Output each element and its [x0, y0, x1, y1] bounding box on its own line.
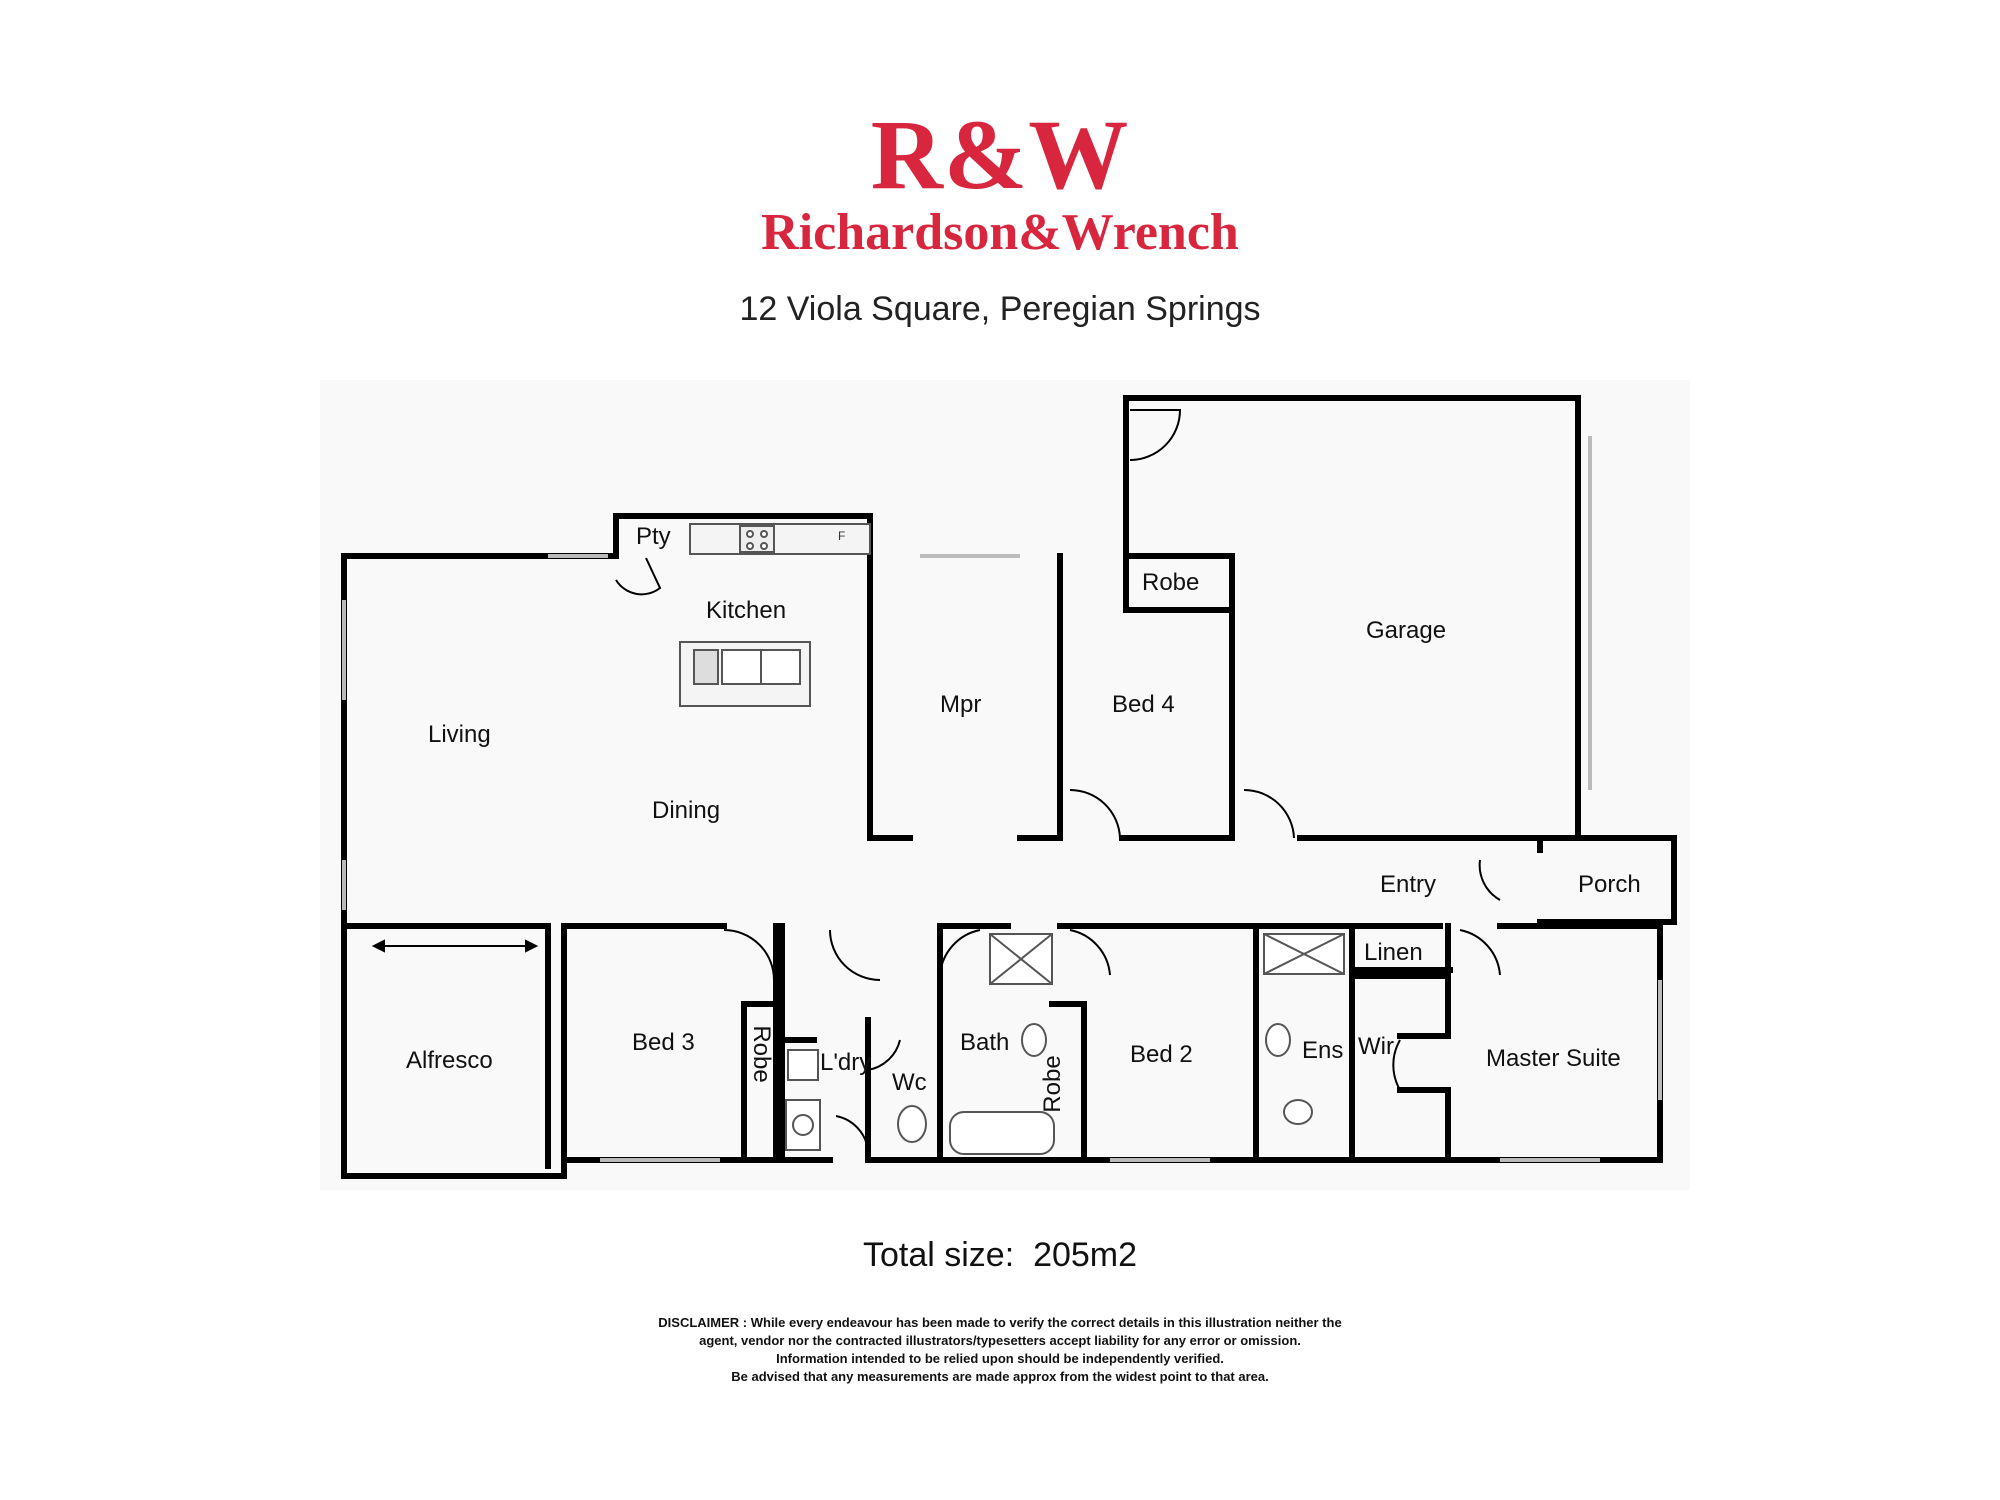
disclaimer-line: Be advised that any measurements are mad…: [731, 1369, 1269, 1384]
room-label-bed2-robe: Robe: [1039, 1055, 1066, 1112]
property-address: 12 Viola Square, Peregian Springs: [739, 290, 1261, 328]
room-label-living: Living: [428, 721, 491, 748]
total-size: Total size: 205m2: [0, 1238, 2000, 1272]
room-label-kitchen: Kitchen: [706, 597, 786, 624]
room-label-ensuite: Ens: [1302, 1037, 1343, 1064]
room-label-laundry: L'dry: [820, 1049, 871, 1076]
room-label-wc: Wc: [892, 1069, 927, 1096]
ens-basin-icon: [1265, 1023, 1291, 1057]
basin-icon: [1021, 1023, 1047, 1057]
room-label-dining: Dining: [652, 797, 720, 824]
sliding-door-arrow: [371, 939, 539, 953]
bathroom-fixtures: [785, 933, 1345, 1155]
room-labels: Pty Kitchen Living Dining Mpr Robe Bed 4…: [406, 523, 1641, 1113]
room-label-bed3: Bed 3: [632, 1029, 695, 1056]
toilet-wc-icon: [897, 1105, 927, 1143]
total-size-label: Total size:: [862, 1236, 1015, 1274]
brand-name: Richardson&Wrench: [761, 204, 1239, 261]
room-label-alfresco: Alfresco: [406, 1047, 493, 1074]
room-label-bed4: Bed 4: [1112, 691, 1175, 718]
room-label-bed4-robe: Robe: [1142, 569, 1199, 596]
room-label-wir: Wir: [1358, 1033, 1394, 1060]
toilet-ens-icon: [1283, 1099, 1313, 1125]
plan-background: [320, 380, 1690, 1190]
bath-tub-icon: [949, 1111, 1055, 1155]
disclaimer-line: agent, vendor nor the contracted illustr…: [699, 1333, 1301, 1348]
total-size-value: 205m2: [1033, 1236, 1138, 1274]
windows: [342, 436, 1662, 1162]
cooktop-icon: [739, 525, 775, 553]
room-label-porch: Porch: [1578, 871, 1641, 898]
laundry-tub-icon: [787, 1049, 819, 1081]
fridge-mark: F: [838, 529, 845, 543]
door-swings: [615, 409, 1501, 1151]
room-label-mpr: Mpr: [940, 691, 981, 718]
room-label-linen: Linen: [1364, 939, 1423, 966]
kitchen-fixtures: [679, 523, 871, 707]
room-label-master: Master Suite: [1486, 1045, 1621, 1072]
room-label-bed3-robe: Robe: [748, 1025, 775, 1082]
room-label-bath: Bath: [960, 1029, 1009, 1056]
disclaimer-line: Information intended to be relied upon s…: [776, 1351, 1224, 1366]
room-label-entry: Entry: [1380, 871, 1436, 898]
room-label-garage: Garage: [1366, 617, 1446, 644]
disclaimer-line: DISCLAIMER : While every endeavour has b…: [658, 1315, 1342, 1330]
brand-logo-mark: R&W: [870, 99, 1130, 210]
room-label-bed2: Bed 2: [1130, 1041, 1193, 1068]
room-label-pantry: Pty: [636, 523, 671, 550]
disclaimer: DISCLAIMER : While every endeavour has b…: [0, 1314, 2000, 1386]
